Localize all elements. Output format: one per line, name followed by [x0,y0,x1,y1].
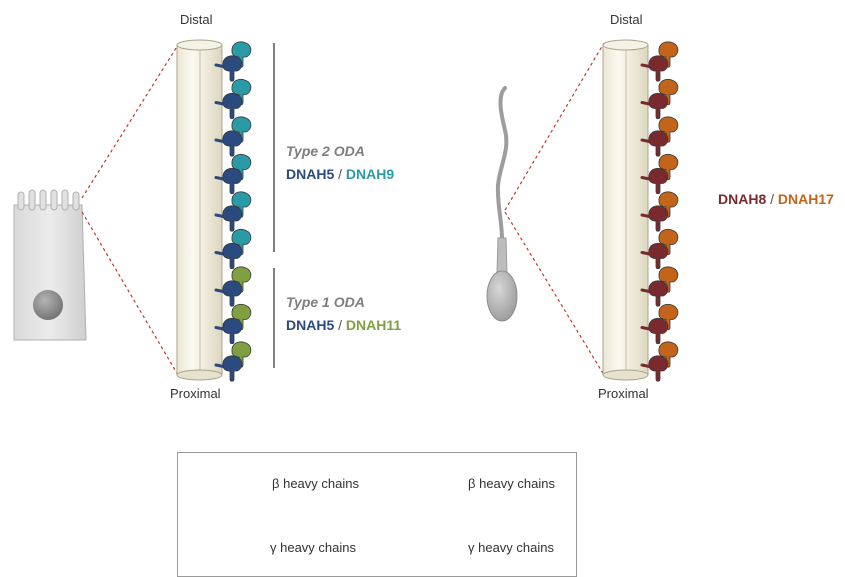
legend-left-gamma-label: γ heavy chains [270,540,356,555]
zoom-lines-left [81,44,179,376]
ciliated-cell [13,189,87,341]
gamma-heavy-chain [222,92,243,120]
legend-box [177,452,577,577]
gamma-heavy-chain [648,242,669,270]
right-proximal-label: Proximal [598,386,649,401]
legend-right-beta-label: β heavy chains [468,476,555,491]
zoom-lines-right [504,42,605,376]
sperm-midpiece [496,237,508,273]
type2-separator: / [334,166,346,182]
type1-oda-title: Type 1 ODA [286,294,365,310]
type2-gene-dnah9: DNAH9 [345,166,395,182]
type1-separator: / [334,317,346,333]
cell-body [13,204,87,341]
gamma-heavy-chain [222,130,243,157]
gamma-heavy-chain [222,205,243,232]
gamma-heavy-chain [648,205,669,232]
axoneme-right [602,39,649,381]
gamma-heavy-chain [648,280,669,307]
sperm-head [486,270,518,322]
gamma-heavy-chain [222,167,243,195]
type1-oda-genes: DNAH5 / DNAH11 [286,317,401,333]
dynein-arms-left [214,41,252,382]
sperm-cell [486,86,518,322]
gamma-heavy-chain [648,55,669,82]
type2-oda-genes: DNAH5 / DNAH9 [286,166,394,182]
gamma-heavy-chain [222,242,243,270]
type2-gene-dnah5: DNAH5 [286,166,335,182]
legend-left-beta-label: β heavy chains [272,476,359,491]
dynein-arms-right [640,41,679,382]
nucleus [33,290,63,320]
cilia [17,189,80,211]
type1-gene-dnah5: DNAH5 [286,317,335,333]
type1-gene-dnah11: DNAH11 [345,317,402,333]
sperm-gene-dnah17: DNAH17 [777,191,834,207]
gamma-heavy-chain [222,280,243,307]
gamma-heavy-chain [648,355,669,382]
gamma-heavy-chain [222,317,243,345]
left-distal-label: Distal [180,12,213,27]
gamma-heavy-chain [648,317,669,345]
gamma-heavy-chain [222,55,243,82]
right-distal-label: Distal [610,12,643,27]
sperm-gene-dnah8: DNAH8 [718,191,767,207]
sperm-tail [495,86,509,242]
sperm-oda-genes: DNAH8 / DNAH17 [718,191,834,207]
left-proximal-label: Proximal [170,386,221,401]
axoneme-left [176,39,223,381]
gamma-heavy-chain [648,167,669,195]
gamma-heavy-chain [648,92,669,120]
legend-right-gamma-label: γ heavy chains [468,540,554,555]
gamma-heavy-chain [222,355,243,382]
type2-oda-title: Type 2 ODA [286,143,365,159]
gamma-heavy-chain [648,130,669,157]
sperm-separator: / [766,191,778,207]
